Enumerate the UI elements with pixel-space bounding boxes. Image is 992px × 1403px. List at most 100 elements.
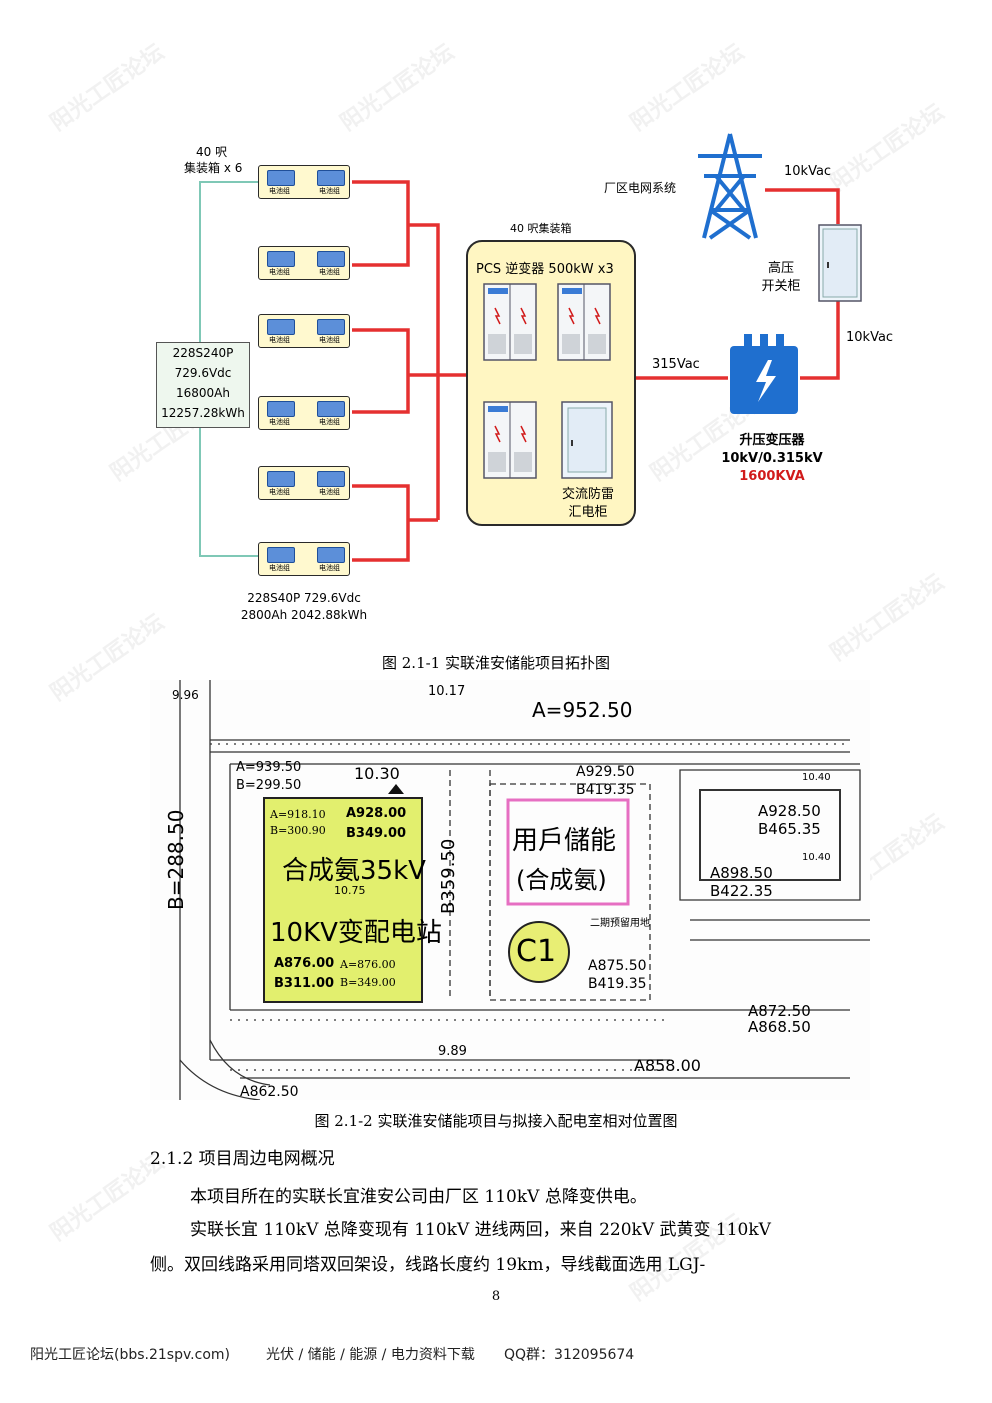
coord-label: A=876.00 (340, 958, 396, 971)
storage-title: 用戶儲能 (512, 826, 617, 856)
coord-label: A=939.50 (236, 760, 302, 775)
battery-cell-label: 电池组 (319, 564, 340, 572)
transformer-capacity: 1600KVA (739, 469, 805, 484)
transformer-label: 升压变压器 (739, 433, 805, 448)
battery-spec-line: 12257.28kWh (161, 406, 245, 420)
battery-icon (317, 401, 345, 417)
transformer-label-block: 升压变压器 10kV/0.315kV 1600KVA (712, 432, 832, 486)
battery-icon (267, 170, 295, 186)
page-number: 8 (491, 1289, 501, 1304)
coord-label: B=349.00 (340, 976, 396, 989)
container-label: 40 呎 (196, 145, 228, 159)
battery-container-1: 电池组 电池组 (258, 165, 350, 199)
voltage-label-pcs: 315Vac (652, 357, 700, 372)
battery-spec-line: 16800Ah (176, 386, 230, 400)
transformer-icon (730, 334, 798, 414)
coord-label: A928.50 (758, 802, 821, 820)
battery-icon (317, 251, 345, 267)
battery-cell-label: 电池组 (269, 488, 290, 496)
battery-cell-label: 电池组 (269, 268, 290, 276)
coord-label: A872.50 (748, 1002, 811, 1020)
coord-label: A862.50 (240, 1084, 299, 1100)
battery-cell-label: 电池组 (269, 564, 290, 572)
coord-label: B419.35 (588, 976, 647, 992)
inverter-cabinet-icon (557, 283, 611, 361)
battery-icon (267, 547, 295, 563)
battery-cell-label: 电池组 (319, 336, 340, 344)
voltage-label-right: 10kVac (846, 330, 894, 345)
transmission-tower-icon (698, 133, 762, 240)
pcs-cabinets (483, 283, 613, 479)
battery-spec-line: 228S40P 729.6Vdc (247, 591, 361, 605)
figure-caption: 图 2.1-1 实联淮安储能项目拓扑图 (381, 654, 610, 672)
coord-label: A929.50 (576, 764, 635, 780)
site-plan-figure: A=952.50 10.17 9.96 A=939.50 B=299.50 10… (150, 680, 870, 1100)
topology-diagram: 40 呎 集装箱 x 6 电池组 电池组 电池组 电池组 电池组 电池组 电池组… (0, 0, 992, 650)
coord-label: A898.50 (710, 864, 773, 882)
battery-icon (317, 547, 345, 563)
battery-icon (317, 319, 345, 335)
coord-label: A875.50 (588, 958, 647, 974)
pcs-container-label: 40 呎集装箱 (510, 222, 572, 235)
footer-tags: 光伏 / 储能 / 能源 / 电力资料下载 (266, 1347, 475, 1363)
storage-subtitle: (合成氨) (516, 866, 607, 894)
coord-label: 9.96 (172, 688, 199, 702)
coord-label: B349.00 (346, 826, 407, 841)
battery-cell-label: 电池组 (269, 336, 290, 344)
coord-label: 9.89 (438, 1044, 467, 1059)
coord-label: 10.30 (354, 764, 400, 783)
ac-cabinet-label-line: 交流防雷 (561, 487, 614, 502)
coord-label: 10.40 (802, 852, 831, 863)
battery-container-3: 电池组 电池组 (258, 314, 350, 348)
grid-label: 厂区电网系统 (604, 181, 677, 195)
battery-container-2: 电池组 电池组 (258, 246, 350, 280)
paragraph: 本项目所在的实联长宜淮安公司由厂区 110kV 总降变供电。 (190, 1187, 647, 1207)
ac-cabinet-label: 交流防雷 汇电柜 (556, 486, 620, 522)
battery-icon (267, 401, 295, 417)
coord-label: A858.00 (634, 1056, 701, 1075)
inverter-cabinet-icon (483, 401, 537, 479)
coord-label: A928.00 (346, 806, 407, 821)
ac-cabinet-label-line: 汇电柜 (568, 505, 608, 520)
switchgear-label: 高压 开关柜 (758, 260, 804, 296)
coord-label: B=299.50 (236, 778, 302, 793)
coord-label: B=288.50 (164, 809, 188, 910)
battery-container-6: 电池组 电池组 (258, 542, 350, 576)
voltage-label-top: 10kVac (784, 164, 832, 179)
battery-icon (317, 170, 345, 186)
coord-label: B359.50 (438, 838, 459, 914)
switchgear-icon (818, 224, 862, 302)
battery-cell-label: 电池组 (319, 488, 340, 496)
coord-label: A=952.50 (532, 698, 633, 722)
battery-spec-line: 228S240P (172, 346, 234, 360)
pcs-title: PCS 逆变器 500kW x3 (476, 262, 614, 277)
paragraph: 侧。双回线路采用同塔双回架设，线路长度约 19km，导线截面选用 LGJ- (150, 1255, 706, 1275)
switchgear-label-line: 高压 (767, 261, 794, 276)
battery-cell-label: 电池组 (319, 268, 340, 276)
battery-cell-label: 电池组 (319, 418, 340, 426)
battery-icon (267, 471, 295, 487)
figure-caption: 图 2.1-2 实联淮安储能项目与拟接入配电室相对位置图 (314, 1112, 678, 1130)
site-plan-drawing (179, 680, 870, 1100)
coord-label: B=300.90 (270, 824, 326, 837)
footer-site-link[interactable]: 阳光工匠论坛(bbs.21spv.com) (30, 1347, 230, 1363)
battery-icon (267, 251, 295, 267)
coord-label: 10.75 (334, 884, 366, 897)
coord-label: A=918.10 (270, 808, 326, 821)
coord-label: A876.00 (274, 956, 335, 971)
ac-combiner-cabinet-icon (561, 401, 613, 479)
battery-cell-label: 电池组 (269, 418, 290, 426)
paragraph: 实联长宜 110kV 总降变现有 110kV 进线两回，来自 220kV 武黄变… (190, 1220, 771, 1240)
battery-spec-line: 729.6Vdc (174, 366, 232, 380)
battery-container-4: 电池组 电池组 (258, 396, 350, 430)
coord-label: B465.35 (758, 820, 821, 838)
footer-qq: QQ群：312095674 (504, 1347, 635, 1363)
plot-id: C1 (516, 934, 557, 969)
coord-label: B419.35 (576, 782, 635, 798)
coord-label: 10.40 (802, 772, 831, 783)
battery-spec-line: 2800Ah 2042.88kWh (240, 608, 368, 622)
battery-spec-box: 228S240P 729.6Vdc 16800Ah 12257.28kWh (156, 342, 250, 428)
plot-note: 二期预留用地 (590, 918, 650, 929)
substation-title: 10KV变配电站 (270, 918, 442, 948)
battery-cell-label: 电池组 (319, 187, 340, 195)
